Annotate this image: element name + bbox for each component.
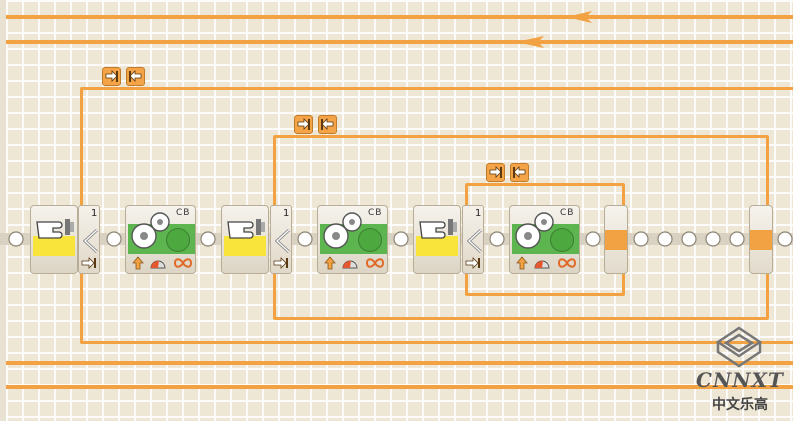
outer-loop-expand-button[interactable]: [102, 67, 121, 86]
middle-loop-end[interactable]: [749, 205, 773, 274]
direction-arrow-icon: [324, 256, 336, 270]
loop-end-stripe: [750, 230, 772, 250]
touch-sensor-block-2[interactable]: [221, 205, 269, 274]
loop-count-label: 1: [91, 208, 98, 219]
collapse-arrow-icon: [513, 166, 526, 178]
loop-count-label: 1: [475, 208, 482, 219]
infinity-icon: [174, 258, 192, 268]
fork-connector-icon: [82, 228, 99, 254]
motor-indicator: [166, 228, 190, 252]
expand-arrow-icon: [465, 257, 480, 269]
expand-arrow-icon: [297, 118, 310, 130]
expand-arrow-icon: [105, 70, 118, 82]
lego-brick-icon: [716, 326, 762, 368]
sensor-yellow-panel: [416, 236, 458, 256]
watermark-title: CNNXT: [696, 368, 784, 392]
inner-loop-collapse-button[interactable]: [510, 163, 529, 182]
expand-arrow-icon: [81, 257, 96, 269]
direction-arrow-icon: [516, 256, 528, 270]
collapse-arrow-icon: [321, 118, 334, 130]
fork-connector-icon: [466, 228, 483, 254]
pointing-hand-icon: [36, 219, 74, 239]
watermark-subtitle: 中文乐高: [712, 397, 768, 413]
expand-arrow-icon: [273, 257, 288, 269]
move-block-2[interactable]: CB: [317, 205, 388, 274]
loop-fork-1[interactable]: 1: [78, 205, 100, 274]
motor-indicator: [358, 228, 382, 252]
middle-loop-collapse-button[interactable]: [318, 115, 337, 134]
loop-fork-3[interactable]: 1: [462, 205, 484, 274]
gear-icon: [515, 212, 554, 249]
power-gauge-icon: [150, 260, 166, 269]
loop-count-label: 1: [283, 208, 290, 219]
outer-loop-collapse-button[interactable]: [126, 67, 145, 86]
loop-fork-2[interactable]: 1: [270, 205, 292, 274]
sensor-yellow-panel: [33, 236, 75, 256]
loop-end-stripe: [605, 230, 627, 250]
sequence-wire-4: [6, 385, 793, 389]
power-gauge-icon: [534, 260, 550, 269]
motor-ports-label: CB: [176, 208, 191, 218]
inner-loop-end[interactable]: [604, 205, 628, 274]
gear-icon: [131, 212, 170, 249]
middle-loop-expand-button[interactable]: [294, 115, 313, 134]
motor-indicator: [550, 228, 574, 252]
power-gauge-icon: [342, 260, 358, 269]
motor-ports-label: CB: [560, 208, 575, 218]
motor-ports-label: CB: [368, 208, 383, 218]
infinity-icon: [366, 258, 384, 268]
collapse-arrow-icon: [129, 70, 142, 82]
expand-arrow-icon: [489, 166, 502, 178]
move-block-3[interactable]: CB: [509, 205, 580, 274]
infinity-icon: [558, 258, 576, 268]
pointing-hand-icon: [419, 219, 457, 239]
wire-arrow-icon: [516, 36, 544, 48]
sensor-yellow-panel: [224, 236, 266, 256]
sequence-wire-2: [6, 40, 793, 44]
sequence-beam: [0, 231, 793, 247]
move-block-1[interactable]: CB: [125, 205, 196, 274]
fork-connector-icon: [274, 228, 291, 254]
gear-icon: [323, 212, 362, 249]
touch-sensor-block-1[interactable]: [30, 205, 78, 274]
pointing-hand-icon: [227, 219, 265, 239]
inner-loop-expand-button[interactable]: [486, 163, 505, 182]
wire-arrow-icon: [566, 11, 592, 23]
sequence-wire-3: [6, 361, 793, 365]
touch-sensor-block-3[interactable]: [413, 205, 461, 274]
direction-arrow-icon: [132, 256, 144, 270]
sequence-wire-1: [6, 15, 793, 19]
watermark-logo: CNNXT 中文乐高: [690, 324, 790, 418]
